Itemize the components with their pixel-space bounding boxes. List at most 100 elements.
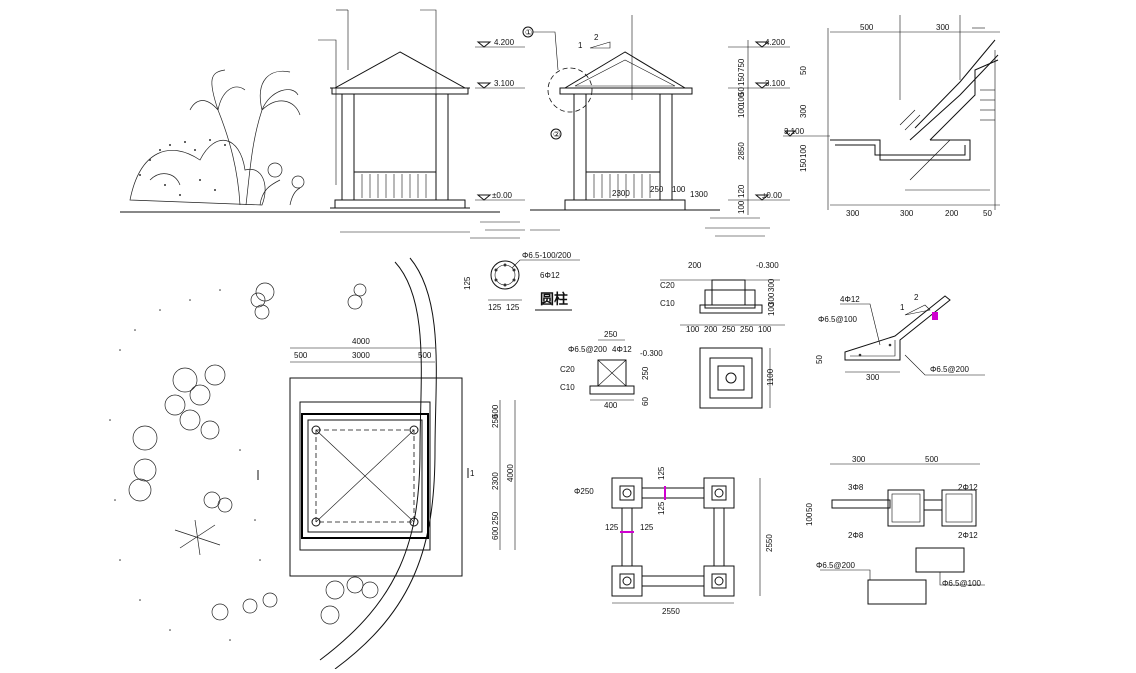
- callout-circle-label: ②: [553, 130, 560, 139]
- concrete-label: C10: [560, 383, 575, 392]
- concrete-label: C20: [560, 365, 575, 374]
- dim-label: 300: [767, 278, 776, 292]
- dim-label: 125: [463, 276, 472, 290]
- dim-label: 250: [722, 325, 736, 334]
- front-elevation: 4.200 3.100 ±0.00: [120, 9, 525, 239]
- slope-beam-detail: 4Φ12 Φ6.5@100 1 2 50 300 Φ6.5@200: [815, 293, 985, 382]
- bars-label: 4Φ12: [840, 295, 860, 304]
- dim-label: 250: [491, 414, 500, 428]
- level-label: -0.300: [756, 261, 779, 270]
- dim-label: 100: [758, 325, 772, 334]
- site-plan-trees: [128, 282, 379, 625]
- section-mark: 1: [470, 469, 475, 478]
- rebar-label: Φ6.5@200: [930, 365, 970, 374]
- callout-label: 1: [900, 303, 905, 312]
- dim-label: 100: [737, 104, 746, 118]
- dim-label: 1300: [690, 190, 708, 199]
- dim-label: 600: [491, 526, 500, 540]
- dim-label: 200: [945, 209, 959, 218]
- dim-label: 300: [866, 373, 880, 382]
- level-label: 4.200: [494, 38, 515, 47]
- dim-label: 150: [799, 158, 808, 172]
- dim-label: 250: [650, 185, 664, 194]
- level-label: 3.100: [765, 79, 786, 88]
- footing-detail: 200 -0.300 C20 C10 300 300 100 100 200 2…: [660, 261, 785, 409]
- eave-detail: 500 300 50 300 100 150 3.100 300 300 200: [783, 15, 1000, 218]
- dim-label: 500: [925, 455, 939, 464]
- dim-label: 2300: [491, 472, 500, 490]
- dim-label: 1100: [766, 368, 775, 386]
- level-label: 4.200: [765, 38, 786, 47]
- dim-label: 100: [805, 512, 814, 526]
- dim-label: 2550: [662, 607, 680, 616]
- concrete-label: C20: [660, 281, 675, 290]
- dim-label: 300: [767, 292, 776, 306]
- dim-label: 100: [672, 185, 686, 194]
- dim-label: 400: [604, 401, 618, 410]
- rebar-label: Φ6.5@200: [816, 561, 856, 570]
- dim-label: 250: [604, 330, 618, 339]
- shrub-dots: [139, 139, 226, 196]
- dim-label: 2550: [765, 534, 774, 552]
- dim-label: 125: [657, 501, 666, 515]
- rebar-label: Φ6.5-100/200: [522, 251, 572, 260]
- level-label: ±0.00: [492, 191, 513, 200]
- palm-tree-graphic: [129, 69, 305, 206]
- callout-label: 2: [914, 293, 919, 302]
- dim-label: 100: [686, 325, 700, 334]
- dim-label: 4000: [352, 337, 370, 346]
- dim-label: 600: [491, 404, 500, 418]
- callout-label: 2: [594, 33, 599, 42]
- dim-label: 300: [936, 23, 950, 32]
- bars-label: 2Φ12: [958, 483, 978, 492]
- dim-label: 60: [641, 397, 650, 406]
- level-label: 3.100: [494, 79, 515, 88]
- dim-label: 300: [846, 209, 860, 218]
- concrete-label: C10: [660, 299, 675, 308]
- dim-label: 50: [799, 66, 808, 75]
- dim-label: 50: [983, 209, 992, 218]
- dim-label: 125: [657, 466, 666, 480]
- callout-label: 1: [578, 41, 583, 50]
- column-label: Φ250: [574, 487, 594, 496]
- dim-label: 500: [294, 351, 308, 360]
- dim-label: 100: [737, 200, 746, 214]
- dim-label: 200: [704, 325, 718, 334]
- dim-label: 100: [799, 144, 808, 158]
- dim-label: 2300: [612, 189, 630, 198]
- dim-label: 125: [640, 523, 654, 532]
- dim-label: 50: [815, 355, 824, 364]
- dim-label: 100: [767, 302, 776, 316]
- dim-label: 50: [737, 87, 746, 96]
- side-elevation: ① ② 1 2 2300 250 100 1300 4.200 3.100 ±0…: [522, 15, 790, 237]
- rebar-label: Φ6.5@100: [818, 315, 858, 324]
- dim-label: 120: [737, 184, 746, 198]
- site-plan: 4000 500 3000 500 250 600 2300 600 250 4…: [257, 257, 516, 670]
- dim-label: 4000: [506, 464, 515, 482]
- dim-label: 3000: [352, 351, 370, 360]
- dim-label: 2850: [737, 142, 746, 160]
- dim-label: 500: [860, 23, 874, 32]
- section-marker: [932, 312, 938, 320]
- dim-label: 250: [740, 325, 754, 334]
- dim-label: 200: [688, 261, 702, 270]
- dim-label: 250: [491, 511, 500, 525]
- column-title: 圆柱: [540, 291, 568, 307]
- dim-label: 300: [799, 104, 808, 118]
- callout-circle-label: ①: [525, 28, 532, 37]
- dim-label: 50: [805, 503, 814, 512]
- bars-label: 2Φ8: [848, 531, 864, 540]
- dim-label: 500: [418, 351, 432, 360]
- column-layout-plan: Φ250 125 125 125 125 2550 2550: [574, 466, 774, 616]
- bars-label: 6Φ12: [540, 271, 560, 280]
- level-label: ±0.00: [762, 191, 783, 200]
- dim-label: 100: [737, 92, 746, 106]
- site-plan-dots: [109, 289, 261, 641]
- beam-section-detail: 300 500 50 100 3Φ8 2Φ8 2Φ12 2Φ12 Φ6.5@20…: [805, 455, 985, 605]
- rebar-label: Φ6.5@200: [568, 345, 608, 354]
- bars-label: 4Φ12: [612, 345, 632, 354]
- dim-label: 300: [900, 209, 914, 218]
- dim-label: 125: [506, 303, 520, 312]
- column-base-detail: 250 Φ6.5@200 4Φ12 -0.300 C20 C10 250 400…: [560, 330, 663, 410]
